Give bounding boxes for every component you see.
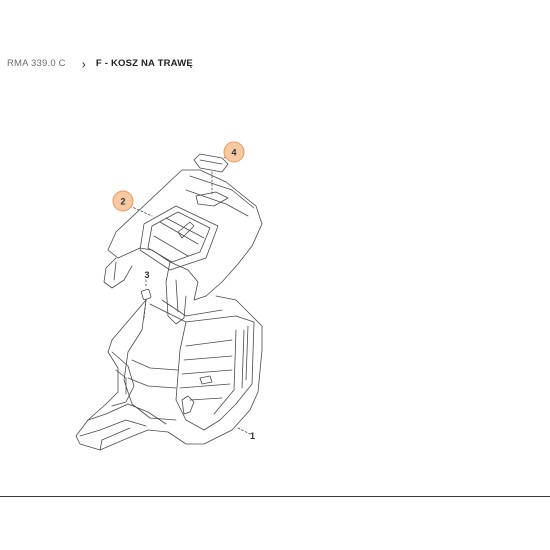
callout-part-2[interactable]: 2 <box>112 190 134 212</box>
callout-part-4[interactable]: 4 <box>223 141 245 163</box>
callout-part-3[interactable]: 3 <box>144 270 149 280</box>
callout-label-2: 2 <box>120 197 125 207</box>
callout-label-4: 4 <box>231 148 236 158</box>
callout-highlight-2 <box>112 190 134 212</box>
breadcrumb-current: F - KOSZ NA TRAWĘ <box>95 58 193 69</box>
chevron-right-icon: › <box>81 55 86 72</box>
bottom-divider <box>0 496 550 497</box>
callout-highlight-4 <box>223 141 245 163</box>
callout-label-3: 3 <box>144 270 149 280</box>
callout-part-1[interactable]: 1 <box>250 431 255 441</box>
grass-basket-body <box>75 295 263 451</box>
handle-cap-part <box>193 153 233 197</box>
breadcrumb: RMA 339.0 C › F - KOSZ NA TRAWĘ <box>7 55 193 72</box>
pin-part <box>140 279 152 319</box>
breadcrumb-parent-link[interactable]: RMA 339.0 C <box>7 58 66 69</box>
callout-label-1: 1 <box>250 431 255 441</box>
grass-basket-lid <box>103 169 263 325</box>
